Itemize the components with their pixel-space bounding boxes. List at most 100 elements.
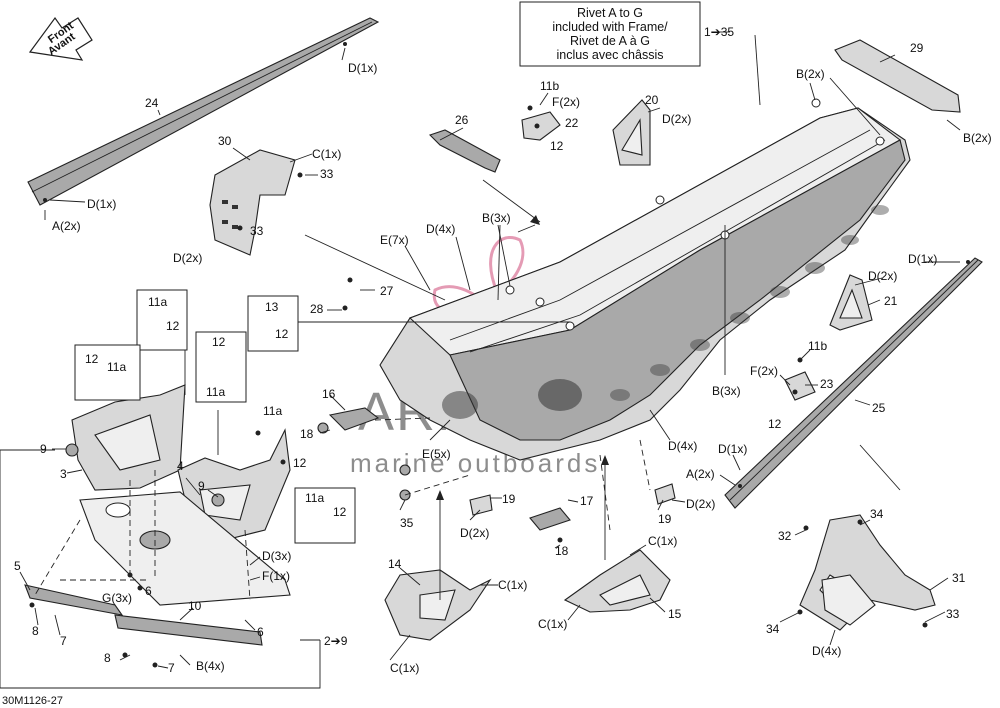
label-d2x: D(2x): [868, 269, 897, 283]
label-33: 33: [946, 607, 960, 621]
label-10: 10: [188, 599, 202, 613]
front-arrow-icon: [28, 16, 93, 61]
label-15: 15: [668, 607, 682, 621]
label-d1x: D(1x): [718, 442, 747, 456]
label-33: 33: [250, 224, 264, 238]
label-11b: 11b: [540, 79, 559, 93]
label-23: 23: [820, 377, 834, 391]
label-12: 12: [212, 335, 226, 349]
part-16-step: [328, 407, 380, 431]
callout-box-12-11a-c: [195, 331, 247, 403]
label-d4x: D(4x): [812, 644, 841, 658]
label-f2x: F(2x): [552, 95, 580, 109]
label-34: 34: [870, 507, 884, 521]
label-d2x: D(2x): [662, 112, 691, 126]
callout-boxes: [74, 1, 701, 544]
label-14: 14: [388, 557, 402, 571]
part-19-plate-b: [654, 483, 676, 505]
label-d4x: D(4x): [668, 439, 697, 453]
label-25: 25: [872, 401, 886, 415]
part-29-bar: [834, 39, 961, 113]
label-d4x: D(4x): [426, 222, 455, 236]
label-9: 9: [198, 479, 205, 493]
dashed-assembly-lines: [34, 417, 651, 601]
label-f1x: F(1x): [262, 569, 290, 583]
part-21-gusset: [829, 274, 873, 331]
callout-box-11a-12-a: [136, 289, 188, 351]
label-c1x: C(1x): [390, 661, 419, 675]
part-30-bracket: [209, 149, 296, 256]
drawing-id: 30M1126-27: [2, 695, 63, 707]
rivet-note-line-4: inclus avec châssis: [557, 48, 664, 62]
label-11a: 11a: [206, 385, 225, 399]
label-35: 35: [400, 516, 414, 530]
label-d3x: D(3x): [262, 549, 291, 563]
part-4-bracket: [177, 428, 291, 541]
label-31: 31: [952, 571, 966, 585]
front-direction-arrow: Front Avant: [28, 16, 93, 61]
label-12: 12: [768, 417, 782, 431]
rivet-note-line-3: Rivet de A à G: [570, 34, 650, 48]
part-24-running-board: [27, 17, 380, 206]
label-a2x: A(2x): [686, 467, 715, 481]
label-17: 17: [580, 494, 594, 508]
label-11b: 11b: [808, 339, 827, 353]
part-19-plate-a: [469, 494, 493, 516]
label-18: 18: [300, 427, 314, 441]
label-d2x: D(2x): [460, 526, 489, 540]
callout-box-12-11a-b: [74, 344, 141, 401]
label-8: 8: [32, 624, 39, 638]
callout-labels: 24 D(1x) D(1x) A(2x) 30 C(1x) 33 33 D(2x…: [14, 41, 992, 675]
rivet-note: Rivet A to G included with Frame/ Rivet …: [552, 6, 668, 62]
label-12: 12: [333, 505, 347, 519]
rivet-note-ref: 1➔35: [704, 25, 734, 39]
label-d1x: D(1x): [908, 252, 937, 266]
label-11a: 11a: [107, 360, 126, 374]
label-22: 22: [565, 116, 579, 130]
label-21: 21: [884, 294, 898, 308]
rivet-note-box: [519, 1, 701, 67]
label-e5x: E(5x): [422, 447, 451, 461]
label-a2x: A(2x): [52, 219, 81, 233]
part-3-bracket: [65, 384, 186, 491]
label-c1x: C(1x): [312, 147, 341, 161]
label-6: 6: [257, 625, 264, 639]
label-12: 12: [166, 319, 180, 333]
label-c1x: C(1x): [498, 578, 527, 592]
label-20: 20: [645, 93, 659, 107]
label-d2x: D(2x): [173, 251, 202, 265]
label-18: 18: [555, 544, 569, 558]
label-9: 9: [40, 442, 47, 456]
label-32: 32: [778, 529, 792, 543]
label-12: 12: [550, 139, 564, 153]
label-b2x: B(2x): [796, 67, 825, 81]
label-12: 12: [275, 327, 289, 341]
label-27: 27: [380, 284, 394, 298]
label-11a: 11a: [148, 295, 167, 309]
label-b2x: B(2x): [963, 131, 992, 145]
label-c1x: C(1x): [538, 617, 567, 631]
part-31-rear-bracket: [799, 514, 936, 631]
label-4: 4: [177, 459, 184, 473]
label-6: 6: [145, 584, 152, 598]
label-30: 30: [218, 134, 232, 148]
label-b3x: B(3x): [482, 211, 511, 225]
callout-box-11a-12-e: [294, 487, 356, 544]
label-c1x: C(1x): [648, 534, 677, 548]
frame-tunnel: [379, 98, 911, 461]
label-f2x: F(2x): [750, 364, 778, 378]
part-10-strip: [114, 614, 263, 646]
label-b3x: B(3x): [712, 384, 741, 398]
label-12: 12: [293, 456, 307, 470]
part-14-guard: [384, 569, 492, 641]
label-29: 29: [910, 41, 924, 55]
part-22-bracket: [521, 111, 561, 141]
label-34: 34: [766, 622, 780, 636]
label-5: 5: [14, 559, 21, 573]
part-23-bracket: [784, 371, 816, 401]
label-13: 13: [265, 300, 279, 314]
label-3: 3: [60, 467, 67, 481]
part-15-guard: [563, 549, 671, 613]
label-8: 8: [104, 651, 111, 665]
callout-box-13-12: [247, 295, 299, 352]
